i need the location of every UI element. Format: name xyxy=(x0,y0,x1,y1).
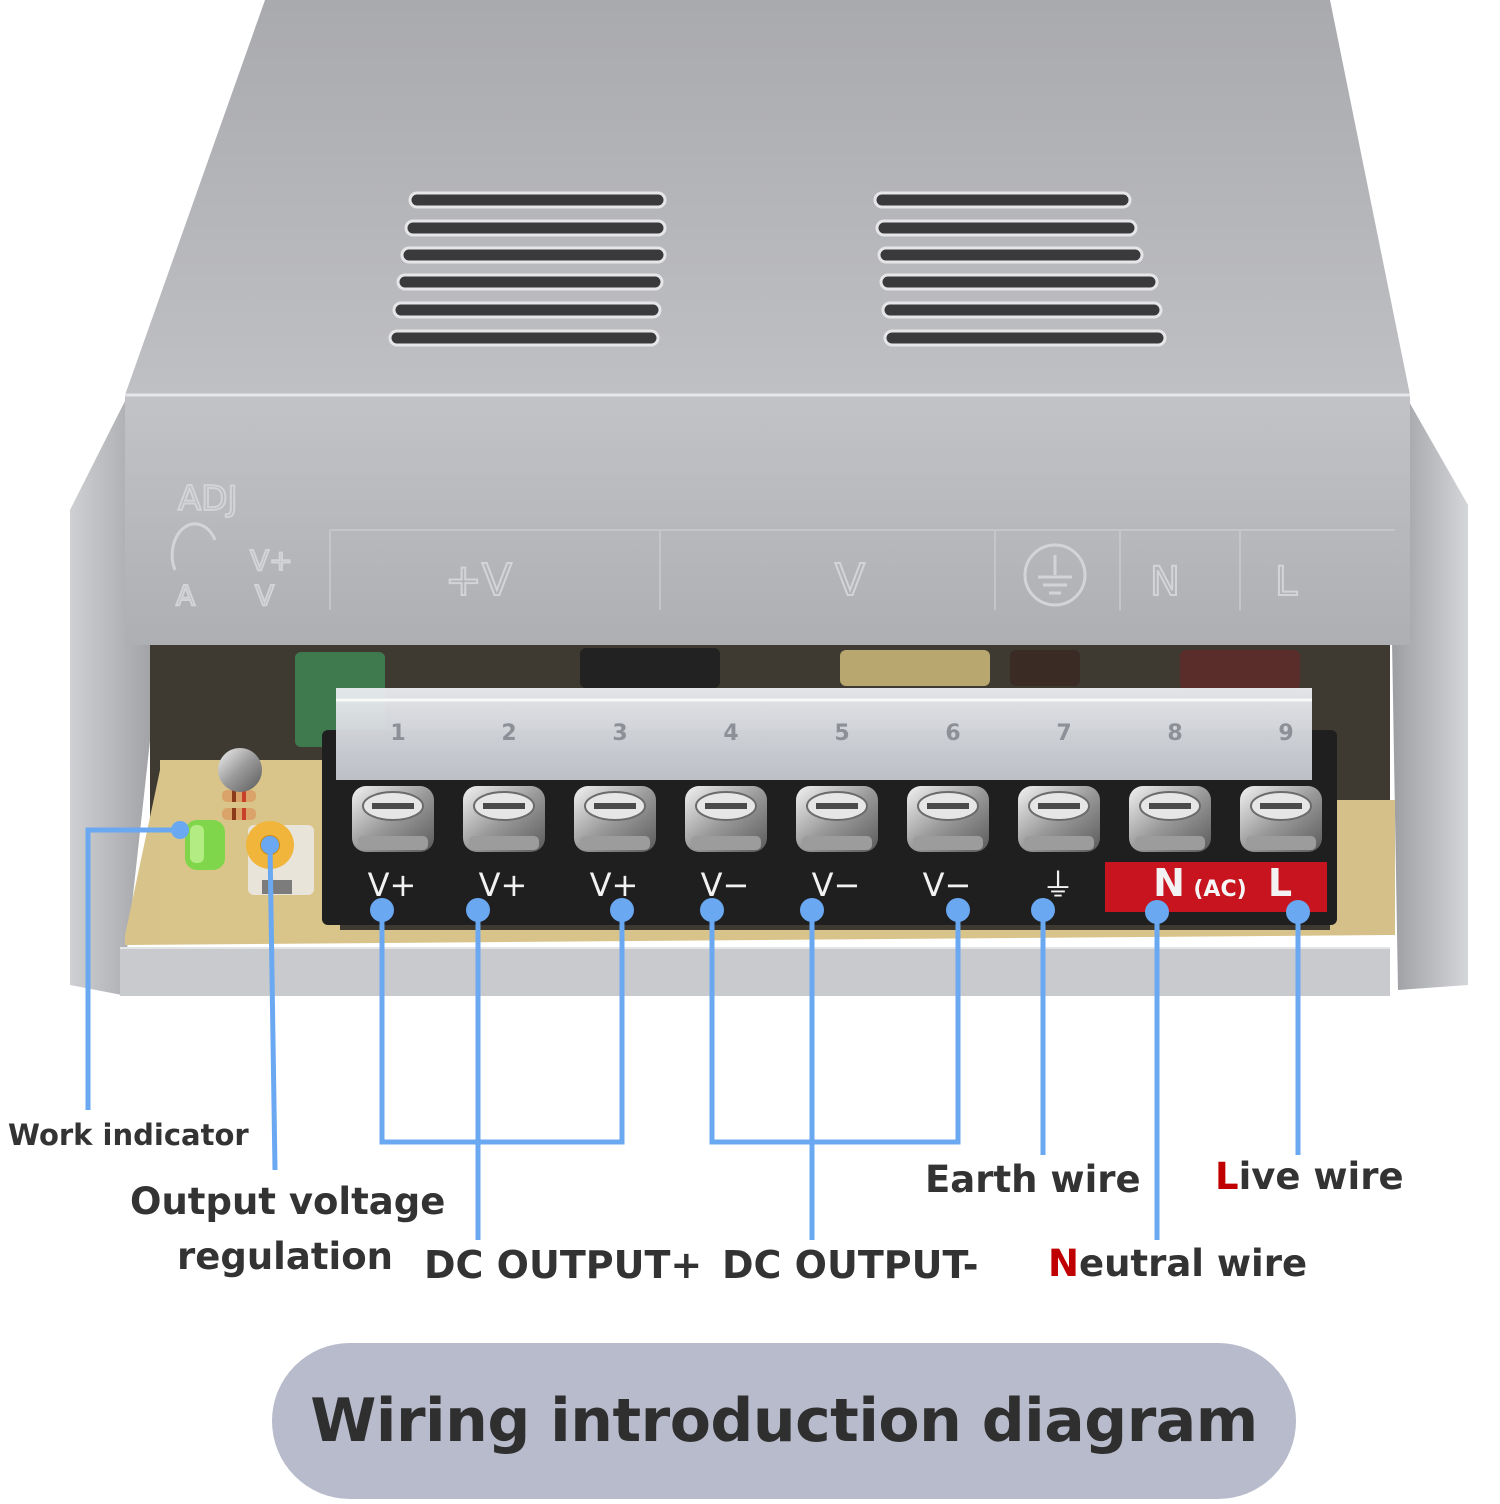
terminal-screw-slot xyxy=(705,803,747,809)
terminal-7[interactable]: 7⏚ xyxy=(1018,721,1100,904)
terminal-number: 4 xyxy=(723,721,738,746)
terminal-number: 6 xyxy=(945,721,960,746)
terminal-washer xyxy=(691,836,761,850)
housing-front-lip xyxy=(125,395,1410,645)
terminal-label: V− xyxy=(812,866,861,904)
terminal-screw-slot xyxy=(1038,803,1080,809)
terminal-screw-slot xyxy=(483,803,525,809)
output-voltage-label-line1: Output voltage xyxy=(130,1180,446,1223)
terminal-8[interactable]: 8N xyxy=(1129,721,1211,905)
title-pill xyxy=(272,1343,1296,1499)
terminal-washer xyxy=(802,836,872,850)
terminal-washer xyxy=(1024,836,1094,850)
terminal-number: 5 xyxy=(834,721,849,746)
terminal-label: V− xyxy=(923,866,972,904)
output-voltage-label-line2: regulation xyxy=(177,1235,393,1278)
terminal-screw-slot xyxy=(594,803,636,809)
housing-label-plusv: +V xyxy=(445,555,512,606)
leader-dots xyxy=(171,821,1310,924)
terminal-4[interactable]: 4V− xyxy=(685,721,767,904)
work-indicator-led xyxy=(185,820,225,870)
terminal-washer xyxy=(913,836,983,850)
terminal-screw-slot xyxy=(927,803,969,809)
pcb-screw xyxy=(218,748,262,792)
terminal-screw-slot xyxy=(1260,803,1302,809)
terminal-washer xyxy=(358,836,428,850)
housing-label-n: N xyxy=(1150,559,1180,605)
diagram-title: Wiring introduction diagram xyxy=(310,1386,1258,1456)
neutral-wire-rest: eutral wire xyxy=(1078,1242,1308,1285)
housing-top xyxy=(125,0,1410,395)
ac-tag: (AC) xyxy=(1193,877,1246,902)
terminal-label: V+ xyxy=(368,866,417,904)
right-side-wall xyxy=(1392,400,1468,990)
voltage-trimmer xyxy=(246,821,314,895)
dc-output-plus-label: DC OUTPUT+ xyxy=(424,1243,703,1287)
terminal-screw-slot xyxy=(816,803,858,809)
terminal-screw-slot xyxy=(372,803,414,809)
dc-output-minus-label: DC OUTPUT- xyxy=(722,1243,979,1287)
terminal-label: L xyxy=(1268,861,1292,905)
terminal-2[interactable]: 2V+ xyxy=(463,721,545,904)
terminal-label: V− xyxy=(701,866,750,904)
terminal-screw-slot xyxy=(1149,803,1191,809)
terminal-number: 9 xyxy=(1278,721,1293,746)
housing-label-minusv: V xyxy=(835,555,865,606)
neutral-wire-initial: N xyxy=(1048,1242,1079,1285)
housing-label-vplus: V+ xyxy=(250,544,293,577)
terminal-number: 3 xyxy=(612,721,627,746)
housing-earth-symbol xyxy=(1023,543,1087,607)
terminal-washer xyxy=(580,836,650,850)
terminal-washer xyxy=(469,836,539,850)
terminal-label: N xyxy=(1153,861,1185,905)
housing-label-a: A xyxy=(176,579,195,612)
vent-slots xyxy=(388,191,1167,347)
housing-label-adj: ADJ xyxy=(178,479,237,519)
work-indicator-label: Work indicator xyxy=(8,1118,249,1152)
terminal-washer xyxy=(1246,836,1316,850)
housing-label-l: L xyxy=(1275,559,1298,605)
leader-lines xyxy=(85,827,1301,1240)
neutral-wire-label: Neutral wire xyxy=(1048,1242,1307,1285)
terminal-5[interactable]: 5V− xyxy=(796,721,878,904)
live-wire-label: Live wire xyxy=(1215,1155,1404,1198)
terminal-washer xyxy=(1135,836,1205,850)
terminal-1[interactable]: 1V+ xyxy=(352,721,434,904)
terminal-number: 7 xyxy=(1056,721,1071,746)
terminal-9[interactable]: 9L xyxy=(1240,721,1322,905)
live-wire-rest: ive wire xyxy=(1238,1155,1404,1198)
housing-bottom-lip xyxy=(120,948,1390,996)
live-wire-initial: L xyxy=(1215,1155,1239,1198)
earth-wire-label: Earth wire xyxy=(925,1158,1141,1201)
terminal-3[interactable]: 3V+ xyxy=(574,721,656,904)
terminal-number: 8 xyxy=(1167,721,1182,746)
resistors xyxy=(222,790,256,820)
terminal-6[interactable]: 6V− xyxy=(907,721,989,904)
housing-label-v: V xyxy=(255,579,274,612)
terminal-number: 1 xyxy=(390,721,405,746)
terminal-label: V+ xyxy=(590,866,639,904)
terminal-label: ⏚ xyxy=(1042,866,1074,904)
terminal-label: V+ xyxy=(479,866,528,904)
terminal-number: 2 xyxy=(501,721,516,746)
